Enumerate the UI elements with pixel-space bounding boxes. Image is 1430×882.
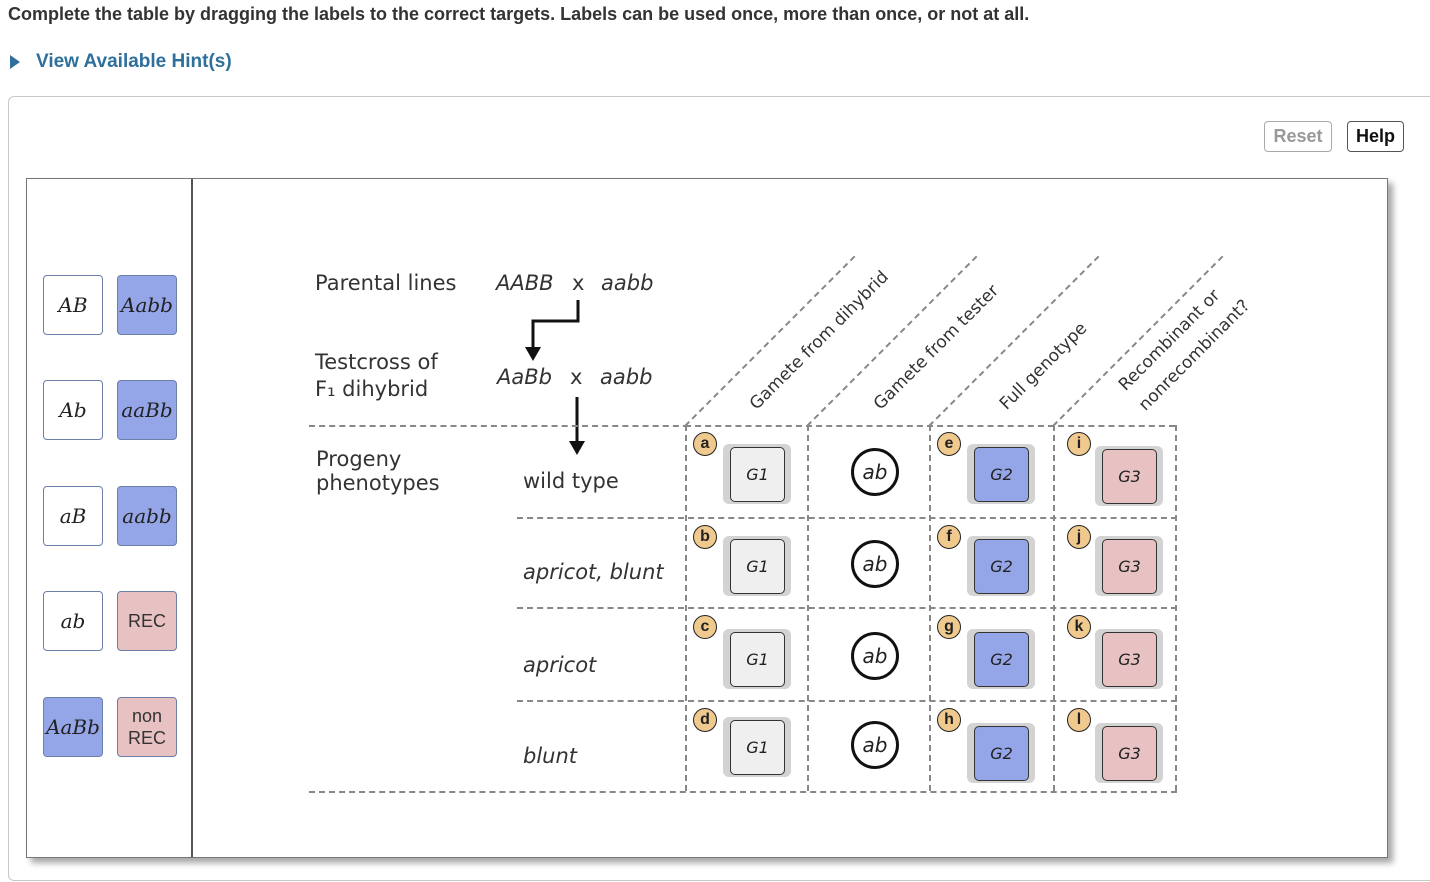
target-j[interactable]: G3 [1095,536,1163,596]
progeny-label-line2: phenotypes [316,471,440,495]
col-divider-4 [1053,425,1055,791]
target-g[interactable]: G2 [967,629,1035,689]
drag-drop-panel: AB Aabb Ab aaBb aB aabb ab REC AaBb non … [26,178,1388,858]
col-header-gamete-tester: Gamete from tester [869,280,1003,414]
row-divider-2 [517,607,1177,609]
marker-a: a [693,432,717,456]
phenotype-apricot-blunt: apricot, blunt [523,560,664,584]
cross-arrows [525,300,585,455]
instructions: Complete the table by dragging the label… [8,4,1030,24]
label-nonREC[interactable]: non REC [117,697,177,757]
target-h[interactable]: G2 [967,723,1035,783]
label-aaBb[interactable]: aaBb [117,380,177,440]
testcross-cross-x: x [570,365,583,389]
row-divider-3 [517,700,1177,702]
parental-genotype-b: aabb [601,271,654,295]
target-a[interactable]: G1 [723,444,791,504]
tester-gamete-2: ab [851,540,899,588]
phenotype-blunt: blunt [523,744,578,768]
target-f[interactable]: G2 [967,536,1035,596]
marker-k: k [1067,615,1091,639]
marker-c: c [693,615,717,639]
target-c[interactable]: G1 [723,629,791,689]
marker-g: g [937,615,961,639]
marker-d: d [693,708,717,732]
target-b[interactable]: G1 [723,536,791,596]
marker-b: b [693,525,717,549]
row-divider-1 [517,517,1177,519]
parental-genotype-a: AABB [496,271,554,295]
label-AB[interactable]: AB [43,275,103,335]
target-k[interactable]: G3 [1095,629,1163,689]
label-Aabb[interactable]: Aabb [117,275,177,335]
col-divider-3 [929,425,931,791]
marker-l: l [1067,708,1091,732]
testcross-label-line2: F₁ dihybrid [315,377,429,401]
phenotype-apricot: apricot [523,653,597,677]
expand-triangle-icon [10,55,20,69]
testcross-genotype-a: AaBb [497,365,552,389]
target-l[interactable]: G3 [1095,723,1163,783]
label-aabb[interactable]: aabb [117,486,177,546]
label-AaBb[interactable]: AaBb [43,697,103,757]
col-divider-5 [1175,425,1177,791]
label-Ab[interactable]: Ab [43,380,103,440]
table-bottom-line [309,791,1177,793]
label-aB[interactable]: aB [43,486,103,546]
testcross-label-line1: Testcross of [315,350,438,374]
testcross-genotype-b: aabb [600,365,653,389]
marker-e: e [937,432,961,456]
marker-f: f [937,525,961,549]
label-bank-divider [191,179,193,857]
label-REC[interactable]: REC [117,591,177,651]
tester-gamete-1: ab [851,448,899,496]
marker-j: j [1067,525,1091,549]
phenotype-wild-type: wild type [523,469,619,493]
target-e[interactable]: G2 [967,444,1035,504]
tester-gamete-3: ab [851,632,899,680]
table-header-line [309,425,689,427]
view-hints-link[interactable]: View Available Hint(s) [8,51,232,73]
question-frame [8,96,1430,881]
reset-button[interactable]: Reset [1264,121,1332,152]
view-hints-label: View Available Hint(s) [36,51,232,72]
parental-lines-label: Parental lines [315,271,457,295]
target-i[interactable]: G3 [1095,446,1163,506]
target-d[interactable]: G1 [723,717,791,777]
col-divider-2 [807,425,809,791]
progeny-label-line1: Progeny [316,447,402,471]
col-divider-1 [685,425,687,791]
marker-h: h [937,708,961,732]
label-ab[interactable]: ab [43,591,103,651]
help-button[interactable]: Help [1347,121,1404,152]
tester-gamete-4: ab [851,721,899,769]
parental-cross-x: x [572,271,585,295]
marker-i: i [1067,432,1091,456]
